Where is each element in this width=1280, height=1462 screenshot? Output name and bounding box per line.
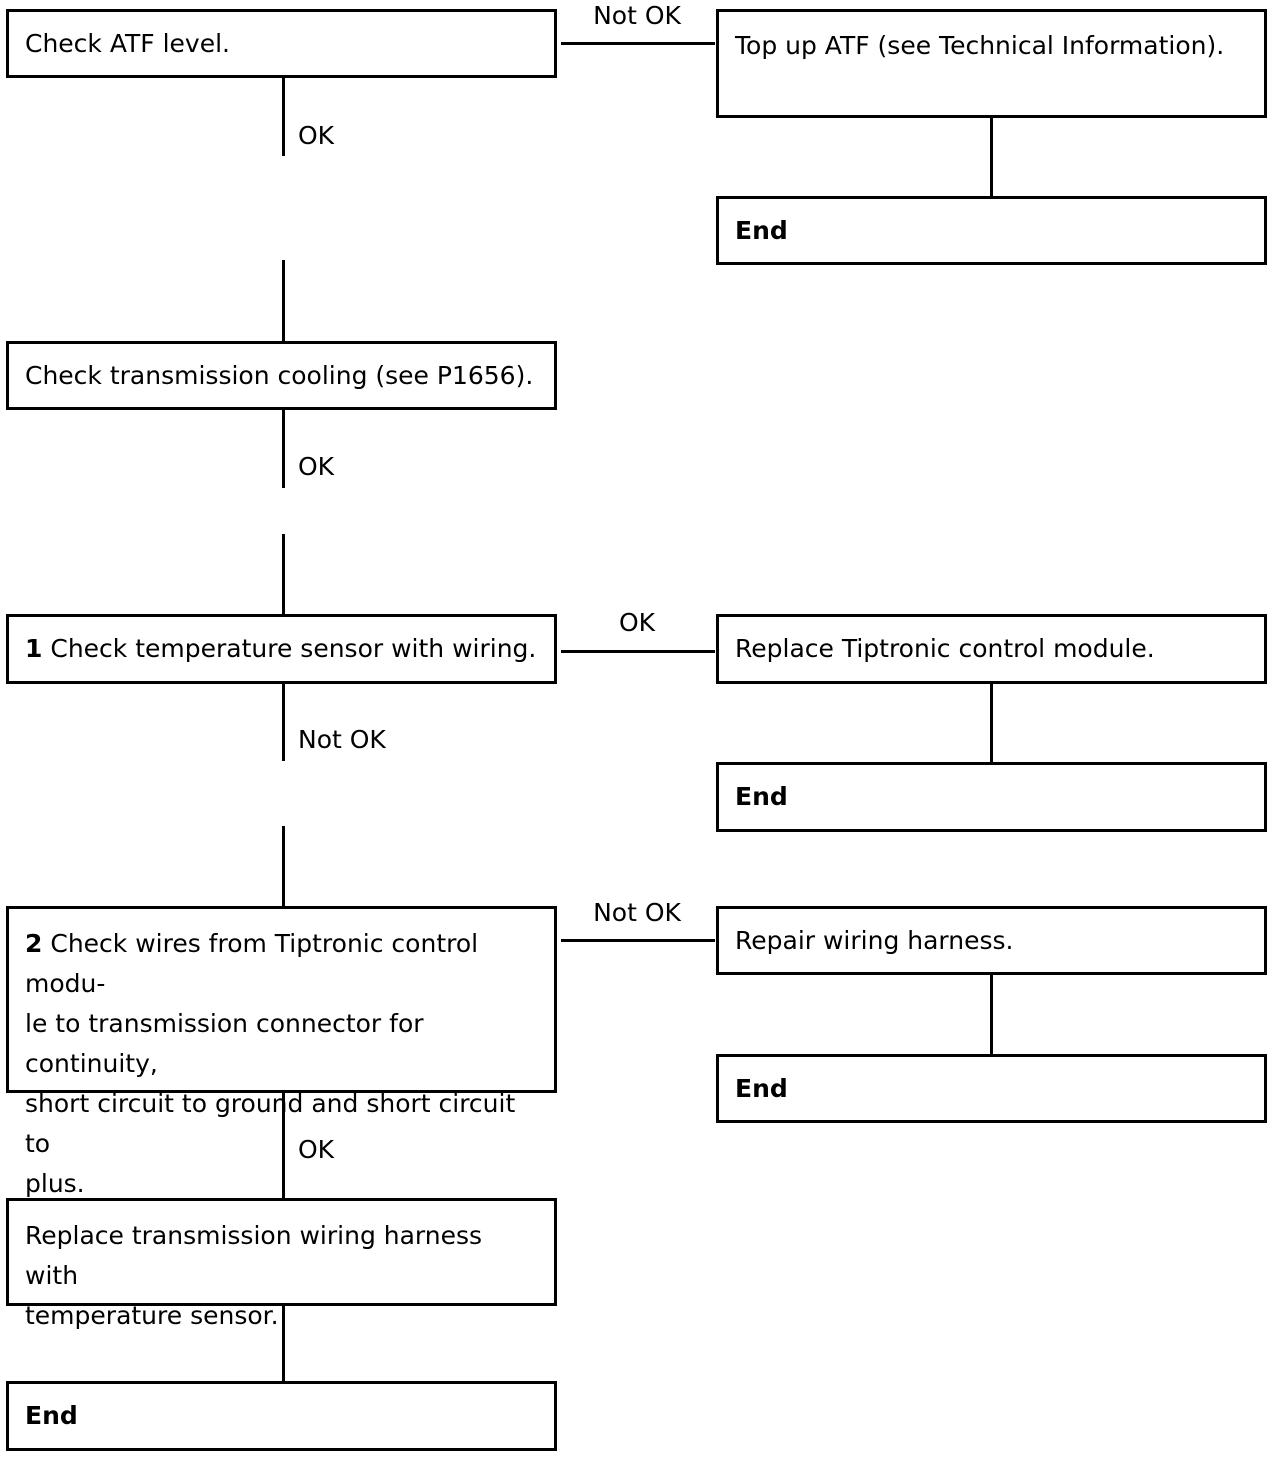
connector-step2-ok [282,1093,285,1199]
step2-check-wires-box: 2 Check wires from Tiptronic control mod… [6,906,557,1198]
step2-text-line3: short circuit to ground and short circui… [25,1089,516,1158]
step2-number: 2 [25,929,43,958]
connector-module-end [990,684,993,762]
connector-step1-not-ok-top [282,684,285,761]
end-text: End [25,1401,78,1430]
end-box-3: End [716,1054,1267,1123]
step1-check-sensor-box: 1 Check temperature sensor with wiring. [6,614,557,684]
repair-harness-text: Repair wiring harness. [735,925,1014,955]
replace-module-box: Replace Tiptronic control module. [716,614,1267,684]
connector-step1-ok [561,650,715,653]
replace-module-text: Replace Tiptronic control module. [735,634,1155,663]
connector-atf-not-ok [561,42,715,45]
end-text: End [735,1073,788,1103]
check-atf-level-text: Check ATF level. [25,28,231,58]
top-up-atf-box: Top up ATF (see Technical Information). [716,9,1267,118]
end-box-4: End [6,1381,557,1451]
end-box-2: End [716,762,1267,832]
top-up-atf-text: Top up ATF (see Technical Information). [735,31,1225,60]
connector-step2-not-ok [561,939,715,942]
connector-topup-end [990,118,993,197]
end-box-1: End [716,196,1267,265]
label-not-ok: Not OK [593,898,681,927]
replace-harness-box: Replace transmission wiring harness with… [6,1198,557,1330]
label-ok: OK [618,608,656,637]
connector-step1-not-ok-bottom [282,826,285,906]
connector-cooling-ok-top [282,410,285,488]
step1-number: 1 [25,634,43,663]
label-ok: OK [298,121,335,150]
replace-harness-line1: Replace transmission wiring harness with [25,1221,483,1290]
step2-text-line4: plus. [25,1169,85,1198]
connector-cooling-ok-bottom [282,534,285,614]
connector-atf-ok-top [282,78,285,156]
step2-text-line1: Check wires from Tiptronic control modu- [25,929,479,998]
label-ok: OK [298,452,335,481]
step1-text: Check temperature sensor with wiring. [50,634,537,663]
check-cooling-box: Check transmission cooling (see P1656). [6,341,557,410]
check-atf-level-box: Check ATF level. [6,9,557,78]
connector-atf-ok-bottom [282,260,285,341]
replace-harness-line2: temperature sensor. [25,1301,279,1330]
end-text: End [735,215,788,245]
end-text: End [735,782,788,811]
connector-harness-end [282,1303,285,1382]
label-not-ok: Not OK [298,725,386,754]
repair-harness-box: Repair wiring harness. [716,906,1267,975]
check-cooling-text: Check transmission cooling (see P1656). [25,360,534,390]
label-not-ok: Not OK [593,1,681,30]
step2-text-line2: le to transmission connector for continu… [25,1009,424,1078]
connector-repair-end [990,975,993,1054]
label-ok: OK [298,1135,335,1164]
